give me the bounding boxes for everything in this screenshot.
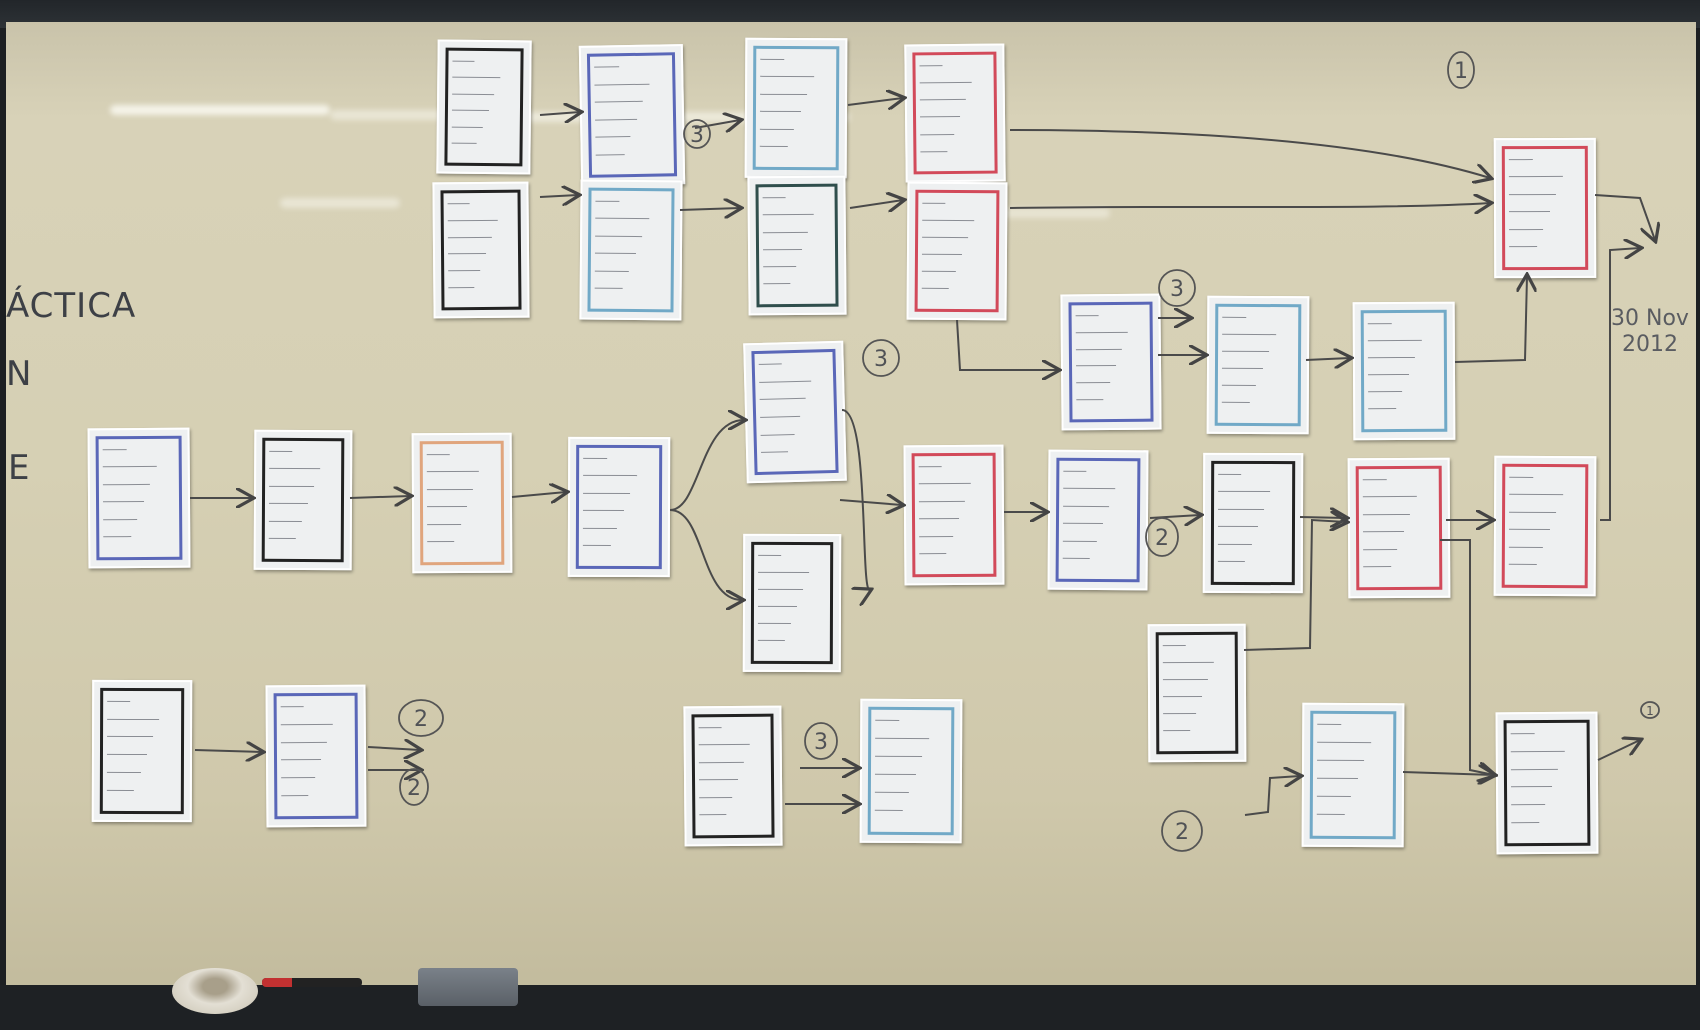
whiteboard-eraser	[418, 968, 518, 1006]
circled-number-10: 1	[1646, 704, 1654, 718]
board-text-left-3: E	[8, 448, 31, 488]
marker-pen	[262, 978, 362, 987]
circled-number-5: 2	[407, 776, 421, 801]
circled-number-6: 2	[1155, 526, 1169, 551]
light-glare	[110, 105, 330, 115]
circled-numbers	[398, 51, 1660, 852]
circled-number-4: 2	[414, 707, 428, 732]
board-text-left-1: ÁCTICA	[6, 286, 137, 326]
circled-number-2: 3	[874, 347, 888, 372]
light-glare	[1000, 208, 1110, 218]
circled-number-7: 3	[814, 730, 828, 755]
light-glare	[330, 110, 460, 120]
board-text-left-2: N	[6, 354, 33, 394]
light-glare	[280, 198, 400, 208]
masking-tape-roll	[172, 968, 258, 1014]
circled-number-8: 2	[1175, 820, 1189, 845]
circled-number-3: 3	[1170, 277, 1184, 302]
whiteboard-tray	[0, 985, 1700, 1030]
circled-number-9: 1	[1454, 59, 1468, 84]
board-date-note: 30 Nov 2012	[1611, 306, 1689, 357]
circled-number-1: 3	[690, 123, 704, 148]
